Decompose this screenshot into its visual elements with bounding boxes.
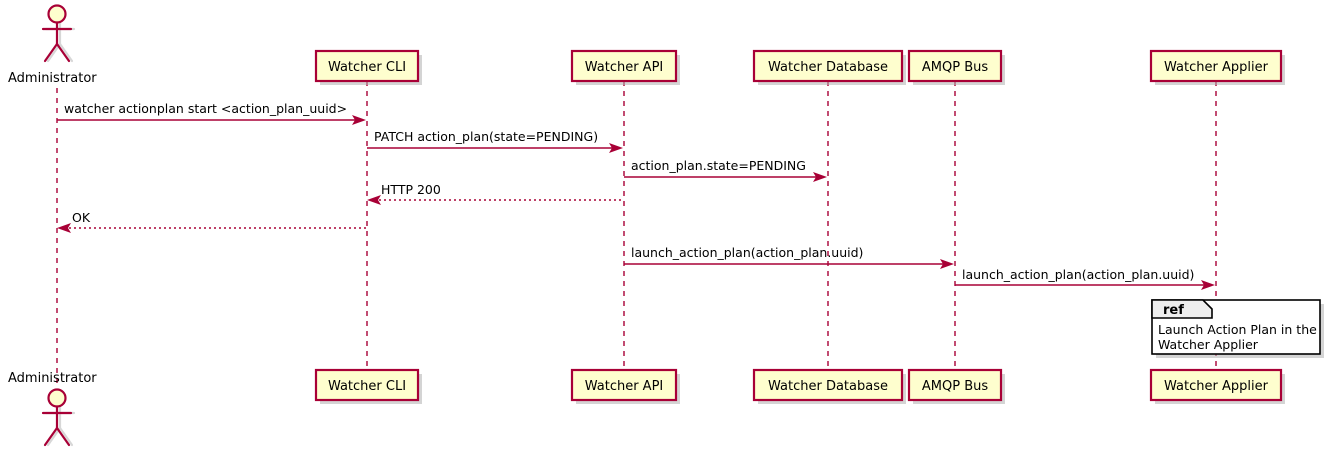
participant-watcher-cli-bottom[interactable]: Watcher CLI xyxy=(314,368,422,404)
participant-watcher-database-bottom[interactable]: Watcher Database xyxy=(752,368,906,404)
participant-box xyxy=(1149,368,1283,402)
message-7-launch-action-plan-bus-to-applier[interactable]: launch_action_plan(action_plan.uuid) xyxy=(955,267,1215,290)
participant-amqp-bus-bottom[interactable]: AMQP Bus xyxy=(907,368,1005,404)
participant-label-amqp-bus-top: AMQP Bus xyxy=(922,60,988,75)
message-3-action-plan-state-pending[interactable]: action_plan.state=PENDING xyxy=(624,158,827,182)
participant-watcher-api-bottom[interactable]: Watcher API xyxy=(570,368,680,404)
message-label: action_plan.state=PENDING xyxy=(631,158,806,173)
participant-watcher-applier-top[interactable]: Watcher Applier xyxy=(1149,49,1285,85)
participant-label-watcher-api-bottom: Watcher API xyxy=(585,379,664,394)
participant-box xyxy=(570,49,678,83)
participant-label-watcher-cli-bottom: Watcher CLI xyxy=(328,379,406,394)
participant-label-watcher-database-bottom: Watcher Database xyxy=(768,379,888,394)
participant-box xyxy=(314,49,420,83)
participant-label-amqp-bus-bottom: AMQP Bus xyxy=(922,379,988,394)
message-label: PATCH action_plan(state=PENDING) xyxy=(374,129,598,144)
participant-box xyxy=(1149,49,1283,83)
participant-label-watcher-api-top: Watcher API xyxy=(585,60,664,75)
participant-label-watcher-database-top: Watcher Database xyxy=(768,60,888,75)
participant-box xyxy=(752,368,904,402)
ref-body-line-2: Watcher Applier xyxy=(1158,337,1259,352)
arrow-head-left xyxy=(57,223,71,233)
participant-box xyxy=(314,368,420,402)
participant-box xyxy=(570,368,678,402)
arrow-head-right xyxy=(1201,280,1215,290)
message-5-ok[interactable]: OK xyxy=(57,210,367,233)
participant-amqp-bus-top[interactable]: AMQP Bus xyxy=(907,49,1005,85)
ref-operator-tab xyxy=(1151,299,1213,319)
message-label: HTTP 200 xyxy=(381,182,441,197)
arrow-head-left xyxy=(367,195,381,205)
message-1-watcher-actionplan-start[interactable]: watcher actionplan start <action_plan_uu… xyxy=(57,101,366,125)
actor-body-bottom xyxy=(41,405,73,447)
participant-label-watcher-applier-bottom: Watcher Applier xyxy=(1164,379,1269,394)
participant-boxes-top: Watcher CLI Watcher API Watcher Database… xyxy=(314,49,1285,85)
arrow-head-right xyxy=(352,115,366,125)
message-2-patch-action-plan[interactable]: PATCH action_plan(state=PENDING) xyxy=(367,129,623,153)
actor-head-top xyxy=(47,4,67,24)
participant-box xyxy=(907,49,1003,83)
participant-box xyxy=(907,368,1003,402)
actor-label-administrator-top: Administrator xyxy=(8,71,97,86)
arrow-head-right xyxy=(609,143,623,153)
participant-label-watcher-applier-top: Watcher Applier xyxy=(1164,60,1269,75)
ref-operator-label: ref xyxy=(1163,303,1184,318)
message-4-http-200[interactable]: HTTP 200 xyxy=(367,182,624,205)
arrow-head-right xyxy=(940,259,954,269)
lifelines-group xyxy=(56,81,1217,383)
ref-fragment[interactable]: ref Launch Action Plan in the Watcher Ap… xyxy=(1151,299,1324,358)
actor-administrator-top[interactable]: Administrator xyxy=(8,4,97,87)
message-6-launch-action-plan-api-to-bus[interactable]: launch_action_plan(action_plan.uuid) xyxy=(624,245,954,269)
actor-administrator-bottom[interactable]: Administrator xyxy=(8,371,97,447)
participant-watcher-api-top[interactable]: Watcher API xyxy=(570,49,680,85)
actor-body-top xyxy=(41,21,73,63)
message-label: launch_action_plan(action_plan.uuid) xyxy=(962,267,1194,282)
participant-watcher-database-top[interactable]: Watcher Database xyxy=(752,49,906,85)
arrow-head-right xyxy=(813,172,827,182)
ref-body-line-1: Launch Action Plan in the xyxy=(1158,322,1317,337)
message-label: launch_action_plan(action_plan.uuid) xyxy=(631,245,863,260)
participant-boxes-bottom: Watcher CLI Watcher API Watcher Database… xyxy=(314,368,1285,404)
participant-label-watcher-cli-top: Watcher CLI xyxy=(328,60,406,75)
actor-head-bottom xyxy=(47,388,67,408)
message-label: watcher actionplan start <action_plan_uu… xyxy=(64,101,347,116)
message-label: OK xyxy=(72,210,91,225)
participant-watcher-cli-top[interactable]: Watcher CLI xyxy=(314,49,422,85)
participant-box xyxy=(752,49,904,83)
actor-label-administrator-bottom: Administrator xyxy=(8,371,97,386)
participant-watcher-applier-bottom[interactable]: Watcher Applier xyxy=(1149,368,1285,404)
